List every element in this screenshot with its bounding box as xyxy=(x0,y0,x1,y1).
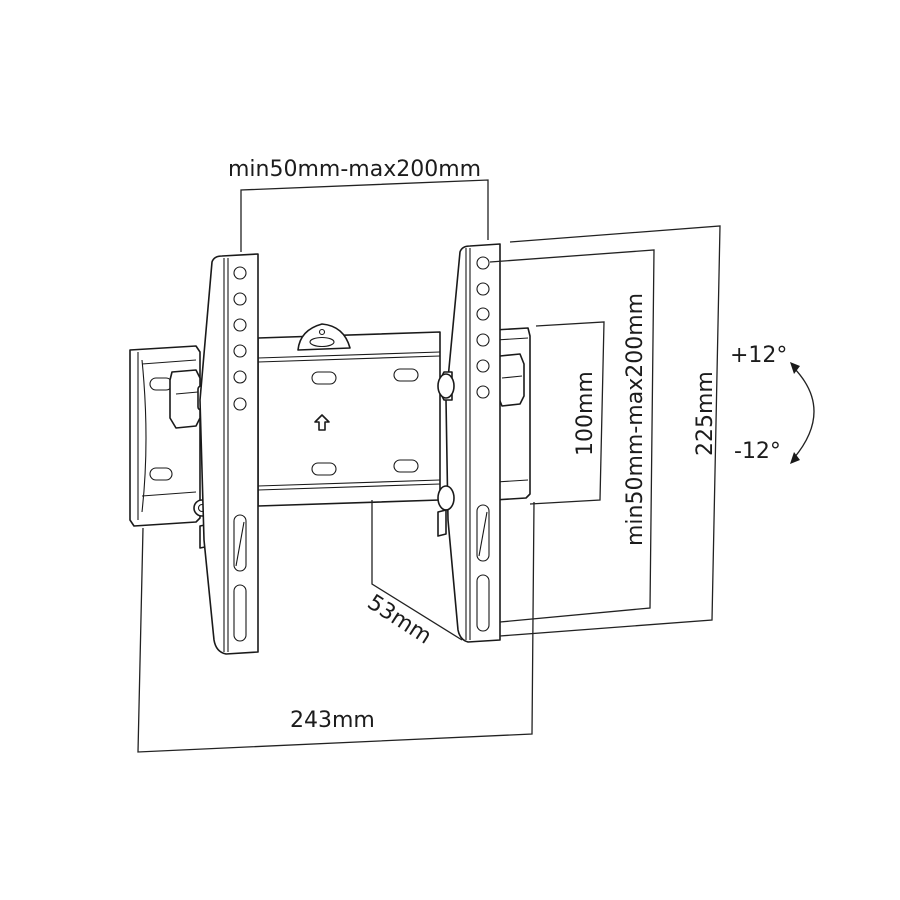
horizontal-vesa-label: min50mm-max200mm xyxy=(228,157,481,182)
left-vertical-arm xyxy=(199,253,259,655)
overall-height-label: 225mm xyxy=(693,371,718,456)
wall-plate-height-label: 100mm xyxy=(573,371,598,456)
tilt-arc xyxy=(790,362,815,464)
dimension-lines xyxy=(137,179,721,753)
tilt-up-label: +12° xyxy=(730,343,787,368)
tilt-down-label: -12° xyxy=(734,439,781,464)
right-wall-plate xyxy=(493,327,531,501)
center-mounting-plate xyxy=(257,323,441,507)
depth-label: 53mm xyxy=(363,590,436,650)
overall-width-label: 243mm xyxy=(290,708,375,733)
up-arrow-icon xyxy=(314,414,330,431)
vertical-vesa-label: min50mm-max200mm xyxy=(623,293,648,546)
right-vertical-arm xyxy=(437,243,501,643)
